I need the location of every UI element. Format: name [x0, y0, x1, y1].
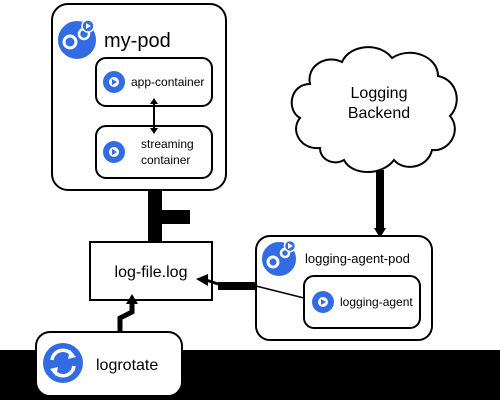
agent-to-logfile-arrow: [196, 274, 305, 299]
logging-backend-label-1: Logging: [351, 85, 408, 102]
my-pod-label: my-pod: [104, 30, 171, 52]
logrotate-to-logfile-arrow: [117, 294, 138, 332]
streaming-container-label-2: container: [141, 153, 190, 167]
streaming-to-logfile-arrow: [148, 190, 190, 250]
streaming-container-label-1: streaming: [141, 137, 194, 151]
backend-agent-arrow: [374, 170, 386, 238]
streaming-container-gear-icon: [103, 141, 125, 163]
my-pod-gears-icon: [56, 19, 98, 61]
log-file-box[interactable]: [89, 241, 213, 301]
logging-agent-pod-label: logging-agent-pod: [305, 251, 410, 266]
logging-agent-box[interactable]: [303, 275, 421, 329]
app-streaming-arrow: [150, 98, 158, 134]
logging-agent-gear-icon: [312, 291, 334, 313]
app-container-label: app-container: [131, 75, 204, 89]
logging-backend-label-2: Backend: [348, 105, 410, 122]
logrotate-cycle-icon: [43, 343, 83, 383]
logging-agent-pod-gears-icon: [260, 239, 298, 278]
app-container-gear-icon: [103, 71, 125, 93]
logging-agent-label: logging-agent: [340, 295, 413, 309]
log-file-label: log-file.log: [115, 264, 188, 281]
logrotate-label: logrotate: [96, 357, 158, 374]
